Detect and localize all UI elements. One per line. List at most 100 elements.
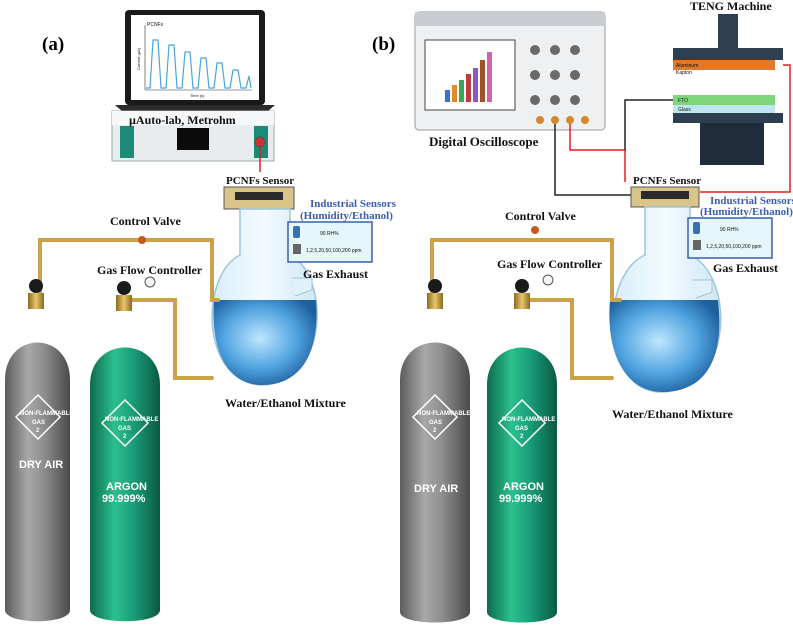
industrial-sensor-a: Industrial Sensors (Humidity/Ethanol) 90… — [287, 198, 397, 263]
pipe-argon-b — [518, 298, 614, 380]
air-tank-name-a: DRY AIR — [19, 459, 63, 471]
argon-hazard-diamond-b — [497, 398, 547, 448]
air-tank-a: NON-FLAMMABLE GAS 2 DRY AIR — [5, 279, 73, 622]
argon-hazard-diamond-a — [100, 398, 150, 448]
argon-hazard-3-a: 2 — [123, 434, 127, 440]
pipes-a — [38, 238, 220, 380]
autolab-display — [177, 128, 209, 150]
air-hazard-2-a: GAS — [32, 420, 45, 426]
ppm-reading-a: 1,2,5,20,50,100,200 ppm — [306, 248, 362, 254]
teng-layer-bottom-2: Glass — [678, 107, 691, 113]
argon-hazard-1-b: NON-FLAMMABLE — [502, 417, 555, 423]
industrial-title-b1: Industrial Sensors — [710, 195, 793, 207]
autolab-green-stripe — [120, 126, 134, 158]
teng-layer-top: Aluminum — [676, 63, 698, 69]
oscilloscope-top — [415, 12, 605, 26]
pipes-b — [430, 238, 622, 380]
argon-hazard-2-a: GAS — [118, 426, 131, 432]
air-hazard-2-b: GAS — [429, 420, 442, 426]
sensor-label-b: PCNFs Sensor — [633, 175, 701, 187]
argon-tank-b: NON-FLAMMABLE GAS 2 ARGON 99.999% — [487, 274, 557, 623]
laptop: PCNFs Current (µA) Time (s) — [115, 10, 275, 111]
autolab-label: µAuto-lab, Metrohm — [129, 113, 236, 127]
thermometer-icon-b — [693, 222, 700, 234]
exhaust-outlet-b — [693, 279, 713, 299]
pipe-air-b — [430, 238, 622, 302]
teng-piston — [718, 14, 738, 48]
argon-valve-knob-a — [117, 281, 131, 295]
air-hazard-diamond-b — [411, 393, 459, 441]
oscilloscope: Digital Oscilloscope — [414, 11, 606, 149]
teng-layer-top-2: Kapton — [676, 70, 692, 76]
flask-water-a — [213, 300, 317, 385]
pressure-gauge-b — [542, 274, 554, 286]
oscilloscope-ports — [536, 116, 589, 124]
argon-hazard-2-b: GAS — [515, 426, 528, 432]
black-wire-b2 — [624, 99, 673, 150]
teng-fto-layer — [673, 95, 775, 105]
air-valve-b — [427, 293, 443, 309]
sensor-chip-b — [641, 191, 689, 199]
calculator-icon-a — [293, 244, 301, 254]
air-valve-a — [28, 293, 44, 309]
teng-layer-bottom: FTO — [678, 98, 688, 104]
humidity-reading-b: 90 RH% — [720, 227, 739, 233]
argon-valve-a — [116, 295, 132, 311]
argon-cylinder-a — [90, 347, 160, 622]
pipe-argon-a — [126, 298, 214, 380]
autolab-instrument: µAuto-lab, Metrohm — [111, 110, 275, 162]
sensor-chip-a — [235, 192, 283, 200]
laptop-keyboard — [115, 105, 275, 111]
air-hazard-1-b: NON-FLAMMABLE — [417, 411, 470, 417]
calculator-icon-b — [693, 240, 701, 250]
gas-exhaust-b: Gas Exhaust — [713, 261, 778, 275]
mixture-label-a: Water/Ethanol Mixture — [225, 396, 346, 410]
teng-machine: TENG Machine Aluminum Kapton FTO Glass — [673, 0, 783, 165]
oscilloscope-bars — [445, 52, 492, 102]
autolab-port — [254, 136, 266, 148]
argon-tank-a: NON-FLAMMABLE GAS 2 ARGON 99.999% — [90, 276, 160, 622]
teng-lower-plate — [673, 113, 783, 123]
air-tank-name-b: DRY AIR — [414, 483, 458, 495]
argon-purity-a: 99.999% — [102, 493, 146, 505]
pressure-gauge-a — [144, 276, 156, 288]
air-cylinder-a — [5, 342, 70, 622]
gfc-label-b: Gas Flow Controller — [497, 257, 603, 271]
wires-b — [554, 64, 791, 196]
argon-hazard-1-a: NON-FLAMMABLE — [105, 417, 158, 423]
industrial-title-a2: (Humidity/Ethanol) — [300, 210, 393, 222]
current-trace — [146, 39, 252, 89]
air-hazard-diamond-a — [14, 393, 62, 441]
air-valve-knob-a — [29, 279, 43, 293]
gas-exhaust-a: Gas Exhaust — [303, 267, 368, 281]
plot-legend: PCNFs — [147, 22, 164, 28]
plot-ylabel: Current (µA) — [136, 47, 141, 70]
flask-a: PCNFs Sensor Gas Exhaust Water/Ethanol M… — [211, 175, 368, 410]
humidity-reading-a: 90 RH% — [320, 231, 339, 237]
argon-tank-name-a: ARGON — [106, 481, 147, 493]
flask-b: PCNFs Sensor Gas Exhaust Water/Ethanol M… — [609, 175, 778, 421]
sensor-label-a: PCNFs Sensor — [226, 175, 294, 187]
industrial-box-b — [687, 217, 773, 259]
air-tank-b: NON-FLAMMABLE GAS 2 DRY AIR — [400, 279, 470, 623]
teng-glass-layer — [673, 105, 775, 113]
laptop-plot: PCNFs Current (µA) Time (s) — [136, 22, 252, 98]
thermometer-icon-a — [293, 226, 300, 238]
argon-hazard-3-b: 2 — [520, 434, 524, 440]
air-hazard-3-b: 2 — [433, 428, 437, 434]
teng-label: TENG Machine — [690, 0, 772, 13]
red-wire-b2 — [700, 64, 791, 193]
air-valve-knob-b — [428, 279, 442, 293]
control-valve-a — [138, 236, 146, 244]
mixture-label-b: Water/Ethanol Mixture — [612, 407, 733, 421]
exhaust-outlet-a — [292, 277, 313, 297]
argon-valve-b — [514, 293, 530, 309]
panel-a: (a) PCNFs Current (µA) Time (s) — [5, 10, 397, 622]
pipe-air-a — [38, 238, 220, 302]
teng-kapton-layer — [673, 60, 775, 70]
oscilloscope-label: Digital Oscilloscope — [429, 134, 539, 149]
teng-upper-plate — [673, 48, 783, 60]
air-hazard-3-a: 2 — [36, 428, 40, 434]
flask-water-b — [609, 300, 720, 392]
red-wire-b1 — [569, 124, 626, 182]
